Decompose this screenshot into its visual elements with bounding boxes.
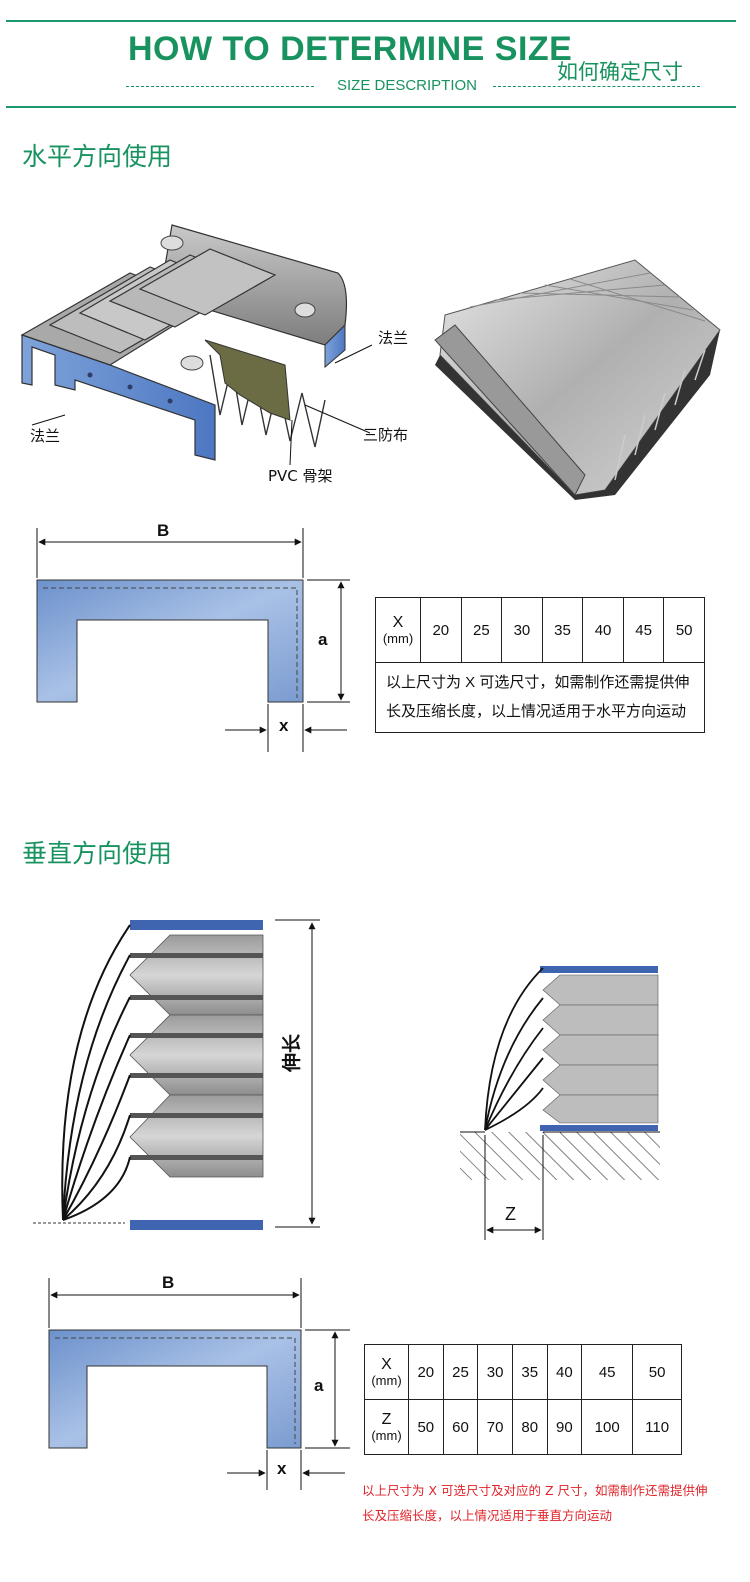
header-top-rule [6, 20, 736, 22]
table-cell: 50 [632, 1344, 682, 1400]
x-header-label: X [392, 614, 404, 632]
table-cell: 20 [408, 1344, 444, 1400]
table-cell: 70 [477, 1399, 513, 1455]
section-title-horizontal: 水平方向使用 [22, 142, 173, 171]
horizontal-spec-table: X (mm) 20 25 30 35 40 45 50 以上尺寸为 X 可选尺寸… [375, 597, 705, 733]
x-header-cell: X (mm) [364, 1344, 409, 1400]
table-cell: 35 [541, 597, 584, 663]
table-cell: 30 [501, 597, 543, 663]
table-cell: 40 [582, 597, 624, 663]
horizontal-cover-illustration [20, 224, 373, 466]
table-cell: 45 [581, 1344, 634, 1400]
header-bottom-rule [6, 106, 736, 108]
z-header-cell: Z (mm) [364, 1399, 409, 1455]
vertical-bellows-compressed [460, 966, 660, 1240]
table-cell: 50 [408, 1399, 444, 1455]
horizontal-note: 以上尺寸为 X 可选尺寸，如需制作还需提供伸长及压缩长度，以上情况适用于水平方向… [375, 662, 705, 733]
horizontal-dimension-diagram [36, 528, 350, 752]
table-cell: 25 [442, 1344, 479, 1400]
table-cell: 90 [546, 1399, 583, 1455]
vertical-note: 以上尺寸为 X 可选尺寸及对应的 Z 尺寸，如需制作还需提供伸长及压缩长度，以上… [362, 1483, 708, 1523]
dim-x-label-2: x [277, 1459, 287, 1478]
vertical-spec-table: X (mm) 20 25 30 35 40 45 50 Z (mm) 50 60… [364, 1344, 682, 1455]
extend-label: 伸长 [281, 1033, 303, 1072]
x-header-cell: X (mm) [375, 597, 421, 663]
x-header-unit: (mm) [382, 630, 414, 646]
table-cell: 80 [511, 1399, 548, 1455]
table-cell: 45 [622, 597, 665, 663]
table-row: X (mm) 20 25 30 35 40 45 50 [375, 597, 705, 663]
table-cell: 110 [632, 1399, 682, 1455]
section-title-vertical: 垂直方向使用 [22, 839, 173, 868]
table-cell: 60 [442, 1399, 479, 1455]
subtitle-dash-left [126, 86, 314, 87]
label-flange-right: 法兰 [378, 329, 409, 347]
label-pvc: PVC 骨架 [268, 467, 333, 485]
page-title-cn: 如何确定尺寸 [557, 60, 683, 84]
dim-b-label: B [157, 521, 170, 540]
page-title: HOW TO DETERMINE SIZE [128, 30, 573, 68]
dim-a-label: a [318, 630, 328, 649]
table-cell: 25 [460, 597, 503, 663]
table-row: X (mm) 20 25 30 35 40 45 50 [364, 1344, 682, 1400]
dim-b-label-2: B [162, 1273, 175, 1292]
table-cell: 20 [420, 597, 462, 663]
x-header-unit: (mm) [371, 1372, 402, 1388]
table-cell: 50 [663, 597, 705, 663]
z-label: Z [505, 1204, 516, 1224]
table-cell: 100 [581, 1399, 634, 1455]
page-subtitle: SIZE DESCRIPTION [337, 77, 478, 94]
table-cell: 30 [477, 1344, 513, 1400]
table-row: Z (mm) 50 60 70 80 90 100 110 [364, 1399, 682, 1455]
dim-x-label: x [279, 716, 289, 735]
table-cell: 40 [546, 1344, 583, 1400]
label-flange-left: 法兰 [30, 427, 61, 445]
label-cloth: 三防布 [363, 426, 409, 444]
z-header-label: Z [381, 1411, 392, 1429]
vertical-dimension-diagram [48, 1278, 350, 1490]
table-row: 以上尺寸为 X 可选尺寸，如需制作还需提供伸长及压缩长度，以上情况适用于水平方向… [375, 662, 705, 733]
vertical-bellows-extended [33, 919, 320, 1230]
table-cell: 35 [511, 1344, 548, 1400]
z-header-unit: (mm) [371, 1427, 402, 1443]
subtitle-dash-right [493, 86, 700, 87]
x-header-label: X [381, 1356, 392, 1374]
horizontal-cover-photo [434, 259, 721, 500]
dim-a-label-2: a [314, 1376, 324, 1395]
